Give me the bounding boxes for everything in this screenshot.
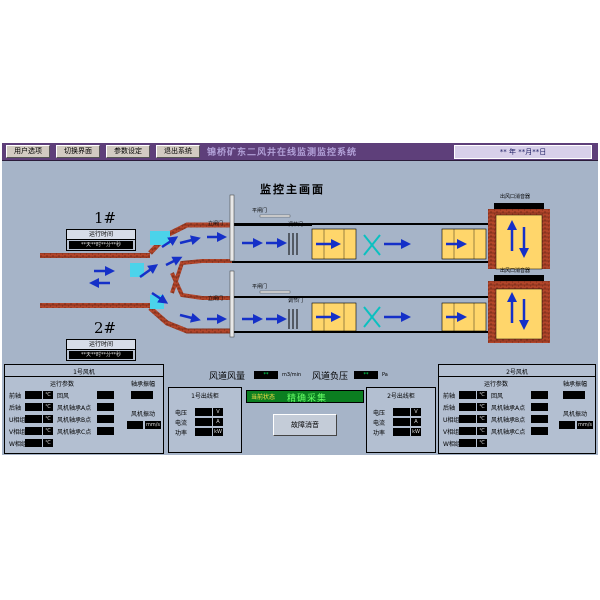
fan1-section-title: 运行参数	[49, 381, 74, 388]
fan2-param-w-phase: W相组	[443, 441, 461, 448]
page-title: 监控主画面	[260, 183, 325, 196]
fan1-param-v-phase: V相组	[9, 429, 26, 436]
line1-current-unit: A	[213, 418, 223, 426]
line1-title: 1号出线柜	[191, 393, 219, 400]
status-label: 当前状态	[251, 394, 276, 401]
fan1-runtime-label: 运行时间	[67, 230, 135, 240]
fan1-unit: ℃	[43, 439, 53, 447]
line2-current-label: 电流	[373, 420, 386, 427]
fan1-number: 1#	[94, 209, 117, 227]
airflow-arrows	[89, 220, 529, 330]
fan1-param-w-phase: W相组	[9, 441, 27, 448]
airway-pressure-value: **	[354, 371, 378, 379]
current-status: 当前状态 精确采集	[246, 390, 364, 404]
fan1-param-rear-bearing: 后轴	[9, 405, 22, 412]
fan2-unit: ℃	[477, 391, 487, 399]
fan1-param-return-air: 回风	[57, 393, 70, 400]
line2-title: 2号出线柜	[387, 393, 415, 400]
fault-silence-button[interactable]: 故障消音	[273, 414, 337, 436]
duct-wall-top	[40, 253, 150, 258]
fan1-runtime-value: **天**时**分**秒	[69, 241, 133, 249]
fan1-unit: ℃	[43, 403, 53, 411]
damper-label-2: 调节门	[288, 298, 304, 304]
fan2-vibration: 风机振动	[562, 411, 587, 418]
menu-bar: 用户选项 切换界面 参数设定 退出系统 锦桥矿东二风井在线监测监控系统 ** 年…	[2, 143, 598, 161]
fan1-param-bearing-a: 风机轴承A点	[57, 405, 92, 412]
damper-label-1: 调节门	[288, 222, 304, 228]
silencer-top	[495, 214, 543, 270]
line-cabinet-2: 2号出线柜 电压 电流 功率 V A kW	[366, 387, 436, 453]
line1-current-label: 电流	[175, 420, 188, 427]
fan2-unit: ℃	[477, 415, 487, 423]
line-cabinet-1: 1号出线柜 电压 电流 功率 V A kW	[168, 387, 242, 453]
fan1-param-u-phase: U相组	[9, 417, 26, 424]
vertical-gate-label-1: 立闸门	[208, 221, 224, 227]
status-value: 精确采集	[287, 394, 328, 404]
line2-voltage-label: 电压	[373, 410, 386, 417]
fan2-unit: ℃	[477, 439, 487, 447]
fan1-vibration: 风机振动	[130, 411, 155, 418]
fan1-param-front-bearing: 前轴	[9, 393, 22, 400]
fan2-bearing-amplitude: 轴承振幅	[562, 381, 587, 388]
airway-flow-value: **	[254, 371, 278, 379]
airway-pressure-label: 风道负压	[312, 372, 349, 382]
fan2-unit: ℃	[477, 427, 487, 435]
fan2-param-rear-bearing: 后轴	[443, 405, 456, 412]
fan1-vib-unit: mm/s	[145, 421, 161, 429]
fan1-rotor-icon	[363, 234, 381, 256]
fan2-runtime-value: **天**时**分**秒	[69, 351, 133, 359]
line2-power-label: 功率	[373, 430, 386, 437]
fan2-section-title: 运行参数	[483, 381, 508, 388]
line1-voltage-label: 电压	[175, 410, 188, 417]
fan2-param-v-phase: V相组	[443, 429, 460, 436]
line2-current-unit: A	[411, 418, 421, 426]
fan2-param-return-air: 回风	[491, 393, 504, 400]
silencer-top-label: 出风口消音器	[500, 194, 531, 200]
airway-pressure-unit: Pa	[382, 372, 388, 378]
fan2-param-bearing-c: 风机轴承C点	[491, 429, 526, 436]
menu-parameter-settings[interactable]: 参数设定	[106, 145, 150, 158]
fan2-vib-unit: mm/s	[577, 421, 593, 429]
fan2-parameter-panel: 2号风机 运行参数 前轴 后轴 U相组 V相组 W相组 ℃ ℃ ℃ ℃ ℃ 回风…	[438, 364, 596, 454]
date-display: ** 年 **月**日	[454, 145, 592, 159]
scada-screen: 用户选项 切换界面 参数设定 退出系统 锦桥矿东二风井在线监测监控系统 ** 年…	[2, 143, 598, 455]
flat-gate-label-1: 平闸门	[252, 208, 268, 214]
fan1-param-bearing-b: 风机轴承B点	[57, 417, 92, 424]
line1-power-label: 功率	[175, 430, 188, 437]
airway-flow-unit: m3/min	[282, 372, 302, 378]
fan1-unit: ℃	[43, 427, 53, 435]
menu-exit-system[interactable]: 退出系统	[156, 145, 200, 158]
vertical-gate-label-2: 立闸门	[208, 296, 224, 302]
fan2-panel-title: 2号风机	[439, 367, 595, 377]
silencer-bottom	[495, 288, 543, 340]
line1-power-unit: kW	[213, 428, 223, 436]
fan1-bearing-amplitude: 轴承振幅	[130, 381, 155, 388]
fan1-param-bearing-c: 风机轴承C点	[57, 429, 92, 436]
menu-user-options[interactable]: 用户选项	[6, 145, 50, 158]
ventilation-diagram	[40, 194, 550, 343]
fan2-runtime-box: 运行时间 **天**时**分**秒	[66, 339, 136, 361]
menu-switch-view[interactable]: 切换界面	[56, 145, 100, 158]
fan2-number: 2#	[94, 319, 117, 337]
fan1-parameter-panel: 1号风机 运行参数 前轴 后轴 U相组 V相组 W相组 ℃ ℃ ℃ ℃ ℃ 回风…	[4, 364, 164, 454]
fan2-param-u-phase: U相组	[443, 417, 460, 424]
fan2-unit: ℃	[477, 403, 487, 411]
fan1-runtime-box: 运行时间 **天**时**分**秒	[66, 229, 136, 251]
line2-power-unit: kW	[411, 428, 421, 436]
fan2-param-front-bearing: 前轴	[443, 393, 456, 400]
fan2-param-bearing-b: 风机轴承B点	[491, 417, 526, 424]
fan2-param-bearing-a: 风机轴承A点	[491, 405, 526, 412]
line1-voltage-unit: V	[213, 408, 223, 416]
silencer-bottom-label: 出风口消音器	[500, 268, 531, 274]
fan2-runtime-label: 运行时间	[67, 340, 135, 350]
line2-voltage-unit: V	[411, 408, 421, 416]
fan1-panel-title: 1号风机	[5, 367, 163, 377]
fan2-rotor-icon	[363, 306, 381, 328]
fan1-unit: ℃	[43, 415, 53, 423]
duct-wall-bottom	[40, 303, 150, 308]
system-title: 锦桥矿东二风井在线监测监控系统	[207, 148, 358, 158]
flat-gate-label-2: 平闸门	[252, 284, 268, 290]
airway-flow-label: 风道风量	[209, 372, 246, 382]
fan1-unit: ℃	[43, 391, 53, 399]
